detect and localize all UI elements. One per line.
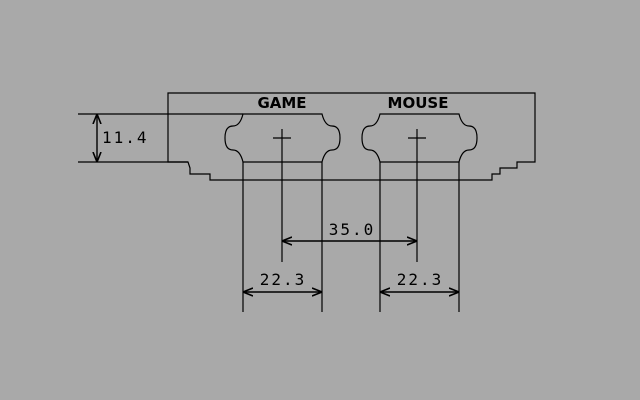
mouse-port-center-cross [408,129,426,147]
mouse-port-label: MOUSE [388,94,449,112]
bracket-outline [167,92,536,181]
game-port-label: GAME [257,94,306,112]
game-width-dimension-label: 22.3 [260,270,307,289]
height-extension-lines [78,113,243,163]
game-port-center-cross [273,129,291,147]
mouse-width-dimension-label: 22.3 [397,270,444,289]
center-extension-lines [281,147,418,262]
center-spacing-dimension-label: 35.0 [329,220,376,239]
height-dimension-label: 11.4 [102,128,149,147]
mouse-port-extension-lines [379,162,460,312]
